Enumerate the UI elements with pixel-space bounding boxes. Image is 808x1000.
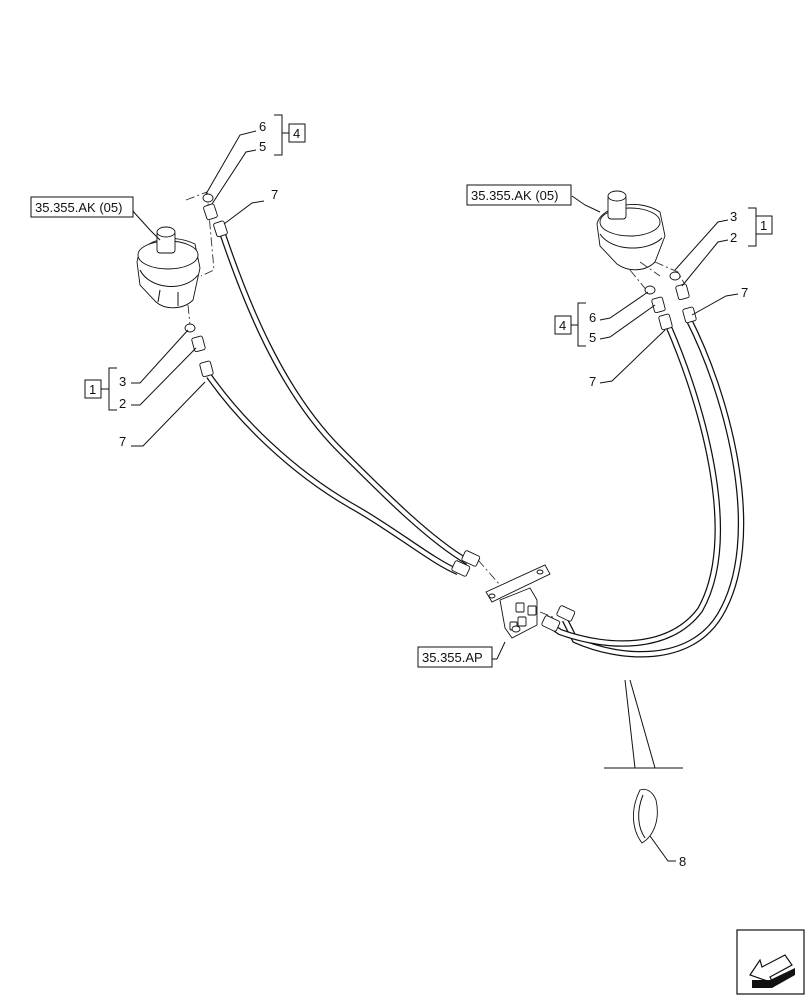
callout-6-left: 6 bbox=[259, 119, 266, 134]
callout-3-right: 3 bbox=[730, 209, 737, 224]
callout-kit-4-right: 4 bbox=[559, 318, 566, 333]
callout-8: 8 bbox=[679, 854, 686, 869]
callout-2-left: 2 bbox=[119, 396, 126, 411]
dash-right-a bbox=[639, 261, 661, 277]
callout-5-left: 5 bbox=[259, 139, 266, 154]
leader-lines bbox=[101, 114, 763, 862]
callout-3-left: 3 bbox=[119, 374, 126, 389]
callout-7-top: 7 bbox=[271, 187, 278, 202]
arrow-icon[interactable] bbox=[736, 929, 805, 995]
callout-kit-1-left: 1 bbox=[89, 382, 96, 397]
dash-manifold-left bbox=[477, 559, 501, 586]
dash-left-top bbox=[185, 191, 215, 277]
hoses bbox=[206, 230, 745, 658]
manifold-block bbox=[485, 564, 551, 639]
joystick-right bbox=[596, 190, 666, 271]
callout-2-right: 2 bbox=[730, 230, 737, 245]
dash-left-bottom bbox=[187, 304, 191, 326]
dash-right-b bbox=[654, 261, 685, 284]
hose-clamp bbox=[633, 788, 658, 844]
ref-manifold: 35.355.AP bbox=[422, 650, 483, 665]
dash-manifold-right bbox=[539, 611, 556, 619]
callout-7-left: 7 bbox=[119, 434, 126, 449]
callout-7-right: 7 bbox=[589, 374, 596, 389]
callout-7-right-top: 7 bbox=[741, 285, 748, 300]
ref-joystick-left: 35.355.AK (05) bbox=[35, 200, 122, 215]
callout-5-right: 5 bbox=[589, 330, 596, 345]
fittings bbox=[184, 193, 697, 632]
joystick-left bbox=[136, 226, 201, 309]
callout-6-right: 6 bbox=[589, 310, 596, 325]
ref-joystick-right: 35.355.AK (05) bbox=[471, 188, 558, 203]
callout-kit-4-left: 4 bbox=[293, 126, 300, 141]
callout-kit-1-right: 1 bbox=[760, 218, 767, 233]
